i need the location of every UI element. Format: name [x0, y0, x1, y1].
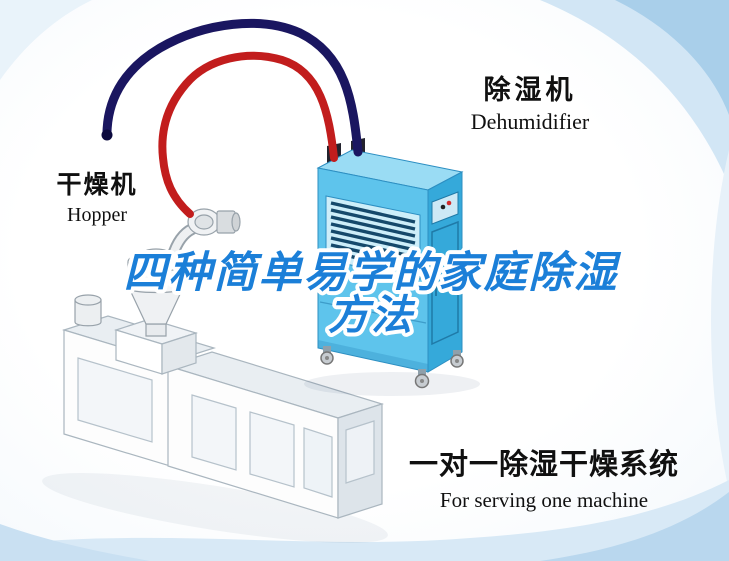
machine-shadow [42, 473, 388, 543]
dehumidifier-label-en: Dehumidifier [470, 108, 590, 134]
hopper-neck [145, 323, 167, 337]
corner-swoosh-bottom-left [0, 524, 150, 561]
hopper-label-cn: 干燥机 [56, 171, 138, 199]
indicator-light-dark [440, 204, 446, 210]
machine-door-3 [303, 427, 333, 498]
extruder-machine-illustration [42, 294, 388, 543]
corner-swoosh-bottom-right [540, 492, 729, 561]
main-title-line2: 方法 [328, 292, 416, 338]
hoses [101, 18, 363, 218]
front-seam [319, 301, 427, 324]
corner-swoosh-top-left [0, 0, 92, 80]
return-air-hose [102, 18, 363, 157]
indicator-light-red [446, 200, 452, 206]
base-strip [318, 340, 428, 372]
dehumidifier-shadow [304, 372, 480, 396]
machine-side-panel [345, 420, 375, 484]
bottom-wave [0, 480, 729, 561]
hopper-label: 干燥机 Hopper [38, 171, 156, 227]
blower-duct [168, 225, 196, 262]
supply-air-hose [158, 51, 338, 218]
dehumidifier-label: 除湿机 Dehumidifier [438, 75, 622, 134]
hopper-dryer-illustration [127, 208, 241, 337]
system-caption-en: For serving one machine [439, 487, 649, 512]
right-edge-band [711, 150, 729, 490]
machine-small-tank [74, 294, 102, 327]
blower-illustration [187, 208, 241, 236]
machine-left-front-panel [77, 357, 153, 443]
vent-slats [330, 201, 416, 273]
system-caption: 一对一除湿干燥系统 For serving one machine [396, 449, 692, 512]
hopper-label-en: Hopper [67, 203, 127, 226]
return-air-hose-open-end [101, 129, 113, 141]
corner-swoosh-top-right-outer [540, 0, 729, 185]
dehumidifier-label-cn: 除湿机 [483, 75, 577, 105]
machine-door-1 [191, 394, 237, 471]
side-door-outline [431, 220, 459, 346]
main-title-line1: 四种简单易学的家庭除湿 [124, 249, 622, 297]
corner-swoosh-top-right-inner [615, 0, 729, 115]
main-title: 四种简单易学的家庭除湿 方法 [120, 245, 624, 342]
caster-wheels [320, 346, 464, 389]
system-caption-cn: 一对一除湿干燥系统 [408, 449, 679, 481]
machine-door-2 [249, 411, 295, 488]
